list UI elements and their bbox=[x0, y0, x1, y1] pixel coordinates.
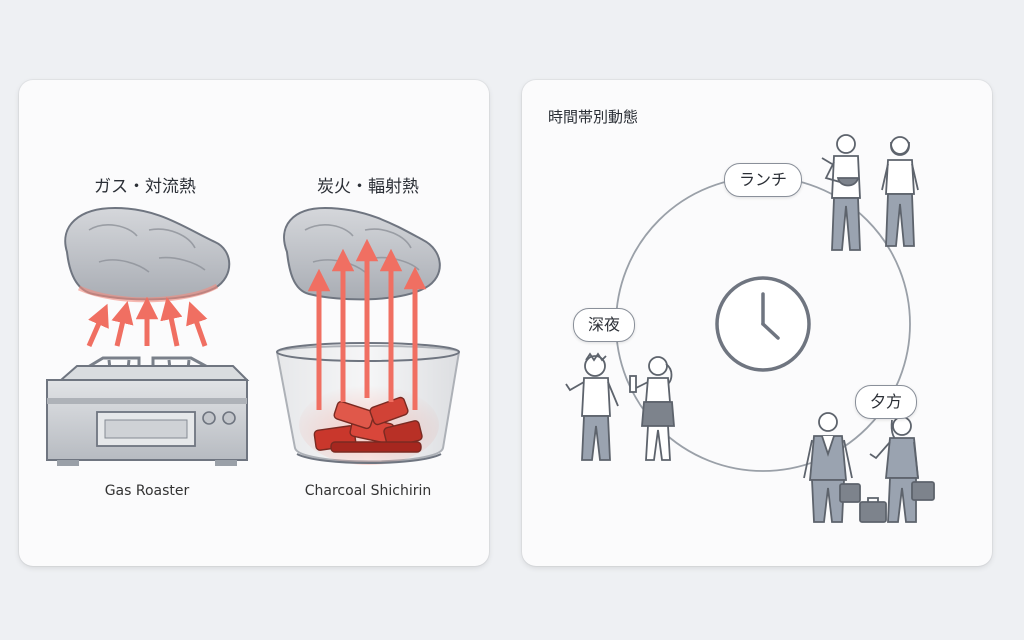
time-period-panel: 時間帯別動態 ランチ 深夜 夕方 bbox=[522, 80, 992, 566]
cooking-method-panel: ガス・対流熱 炭火・輻射熱 Gas Roaster Charcoal Shich… bbox=[19, 80, 489, 566]
time-period-illustration bbox=[565, 134, 935, 523]
panel-title: 時間帯別動態 bbox=[548, 108, 639, 126]
gas-heat-arrows bbox=[86, 296, 208, 348]
period-late-night-label: 深夜 bbox=[587, 315, 621, 334]
clock-icon bbox=[715, 276, 811, 372]
gas-roaster-caption: Gas Roaster bbox=[104, 483, 190, 499]
charcoal-heat-arrows bbox=[307, 238, 427, 410]
gas-roaster-appliance bbox=[46, 356, 250, 466]
period-late-night-badge: 深夜 bbox=[572, 308, 636, 342]
period-lunch-label: ランチ bbox=[738, 170, 788, 189]
charcoal-shichirin-caption: Charcoal Shichirin bbox=[304, 483, 432, 499]
lunch-people-illustration bbox=[821, 134, 919, 251]
late-night-people-illustration bbox=[565, 352, 675, 461]
charcoal-embers bbox=[313, 396, 423, 453]
gas-method-label: ガス・対流熱 bbox=[94, 177, 196, 197]
cooking-method-illustration bbox=[46, 206, 461, 466]
evening-people-illustration bbox=[803, 412, 935, 523]
period-evening-label: 夕方 bbox=[869, 392, 903, 411]
charcoal-method-label: 炭火・輻射熱 bbox=[317, 177, 419, 197]
period-lunch-badge: ランチ bbox=[723, 163, 803, 197]
gas-meat bbox=[64, 206, 231, 303]
period-evening-badge: 夕方 bbox=[854, 385, 918, 419]
